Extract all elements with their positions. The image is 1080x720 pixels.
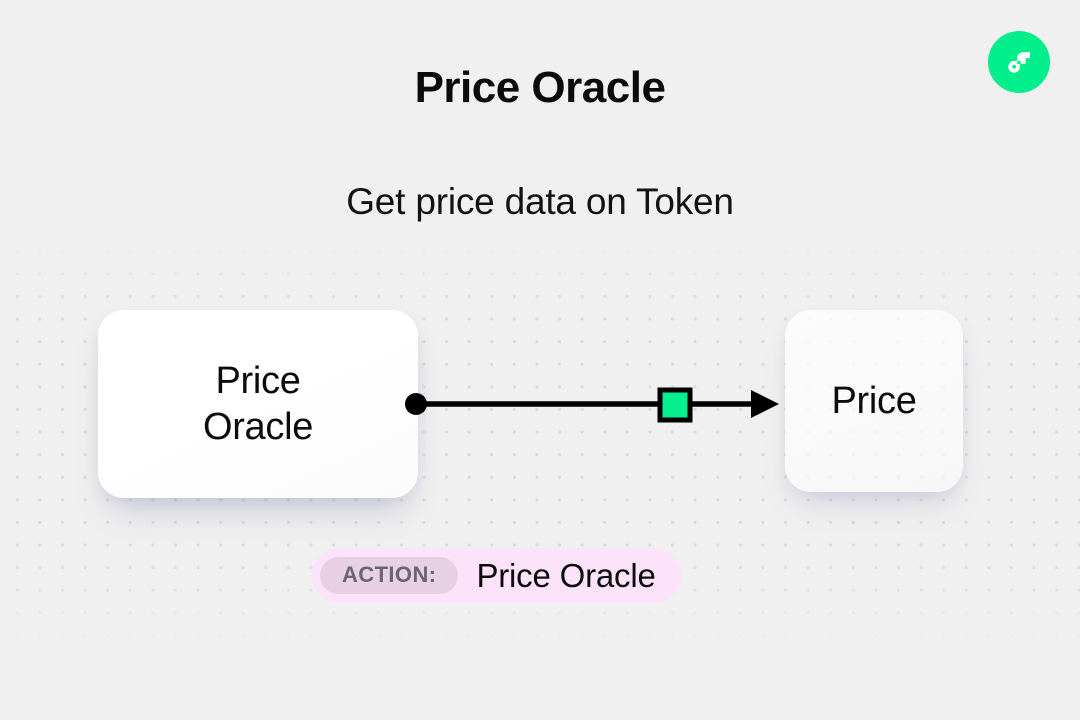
node-price-oracle-label: Price Oracle xyxy=(202,359,314,448)
flow-logo xyxy=(988,31,1050,93)
edge-connector xyxy=(405,387,779,423)
node-price-oracle[interactable]: Price Oracle xyxy=(98,310,418,498)
action-value: Price Oracle xyxy=(476,557,656,594)
edge-midpoint-square-icon[interactable] xyxy=(657,387,693,423)
page-title: Price Oracle xyxy=(414,63,666,112)
action-badge-label: ACTION: xyxy=(320,557,459,594)
action-pill[interactable]: ACTION: Price Oracle xyxy=(312,548,682,603)
node-price[interactable]: Price xyxy=(785,310,963,492)
page-subtitle: Get price data on Token xyxy=(346,181,734,222)
edge-arrowhead-icon xyxy=(751,390,779,418)
node-price-label: Price xyxy=(831,379,917,422)
